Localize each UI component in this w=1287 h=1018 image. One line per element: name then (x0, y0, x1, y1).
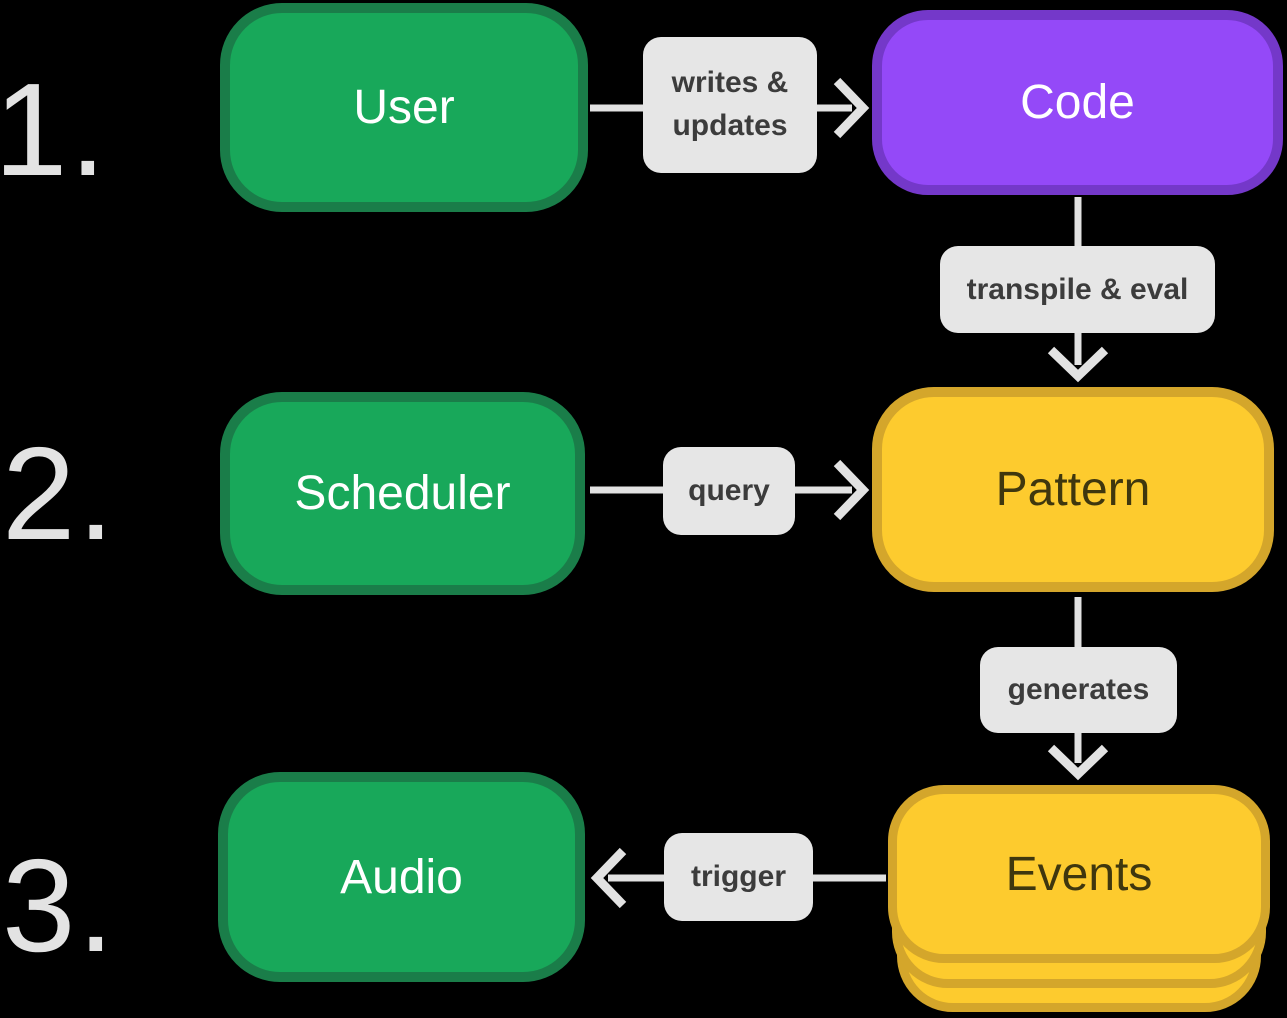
node-scheduler: Scheduler (220, 392, 585, 595)
edge-label-transpile-eval: transpile & eval (940, 246, 1215, 333)
node-pattern: Pattern (872, 387, 1274, 592)
node-user: User (220, 3, 588, 212)
node-audio-label: Audio (340, 850, 463, 904)
edge-label-writes-updates-line1: writes & (671, 66, 789, 100)
step-number-2: 2. (2, 420, 117, 567)
edge-label-generates-text: generates (1007, 673, 1150, 706)
step-number-3: 3. (2, 832, 117, 979)
edge-label-query: query (663, 447, 795, 535)
node-scheduler-label: Scheduler (294, 467, 511, 520)
node-events-label: Events (1005, 847, 1153, 901)
edge-label-transpile-eval-text: transpile & eval (966, 272, 1189, 306)
node-code-label: Code (1020, 76, 1135, 129)
node-user-label: User (353, 81, 455, 134)
edge-label-writes-updates: writes & updates (643, 37, 817, 173)
edge-label-generates: generates (980, 647, 1177, 733)
edge-label-trigger-text: trigger (690, 860, 786, 893)
step-number-1: 1. (0, 56, 109, 203)
edge-label-writes-updates-line2: updates (672, 109, 788, 142)
edge-label-trigger: trigger (664, 833, 813, 921)
node-events: Events (888, 785, 1270, 963)
node-audio: Audio (218, 772, 585, 982)
node-code: Code (872, 10, 1283, 195)
node-pattern-label: Pattern (995, 463, 1151, 516)
edge-label-query-text: query (688, 474, 770, 507)
